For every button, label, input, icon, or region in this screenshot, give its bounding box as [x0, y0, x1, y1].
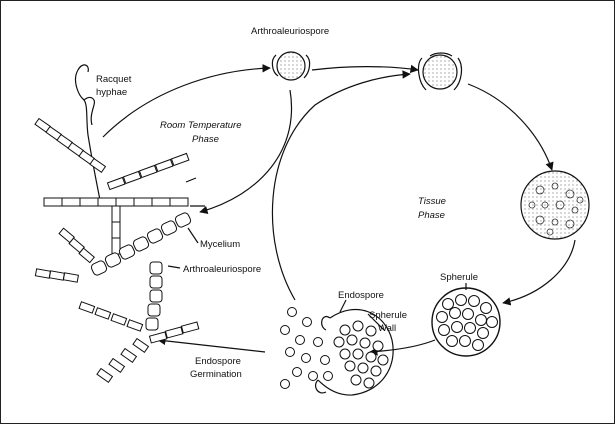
label-racquet-hyphae-2: hyphae: [96, 87, 127, 98]
swelling-arthroaleuriospore: [419, 53, 462, 90]
arrow-to-mature-spherule: [503, 240, 575, 303]
growing-spherule: [521, 171, 589, 239]
label-endospore-germination-2: Germination: [190, 369, 242, 380]
label-tissue-phase-1: Tissue: [418, 196, 446, 207]
arrow-spores-back-to-tissue: [272, 74, 410, 300]
label-spherule-wall-1: Spherule: [369, 310, 407, 321]
arrow-to-spherule-growth: [468, 84, 552, 170]
label-room-temperature-2: Phase: [192, 134, 219, 145]
label-spherule-wall-2: Wall: [378, 323, 396, 334]
arthroaleuriospore-top: [272, 52, 309, 80]
leader-arthroaleuriospore-mid: [168, 266, 180, 268]
leader-mycelium: [188, 228, 198, 243]
label-arthroaleuriospore-mid: Arthroaleuriospore: [183, 264, 261, 275]
mature-spherule: [432, 288, 500, 356]
label-tissue-phase-2: Phase: [418, 210, 445, 221]
arrow-arthroaleuriospore-to-tissue: [312, 67, 418, 70]
label-endospore-germination-1: Endospore: [195, 356, 241, 367]
label-room-temperature-1: Room Temperature: [160, 120, 242, 131]
racquet-hyphae: [76, 65, 100, 200]
arrow-endospore-germination: [158, 340, 265, 352]
label-mycelium: Mycelium: [200, 239, 240, 250]
label-endospore: Endospore: [338, 290, 384, 301]
label-spherule: Spherule: [440, 272, 478, 283]
arrow-arthroaleuriospore-to-mycelium: [200, 90, 292, 212]
label-racquet-hyphae-1: Racquet: [96, 74, 132, 85]
label-arthroaleuriospore-top: Arthroaleuriospore: [251, 26, 329, 37]
